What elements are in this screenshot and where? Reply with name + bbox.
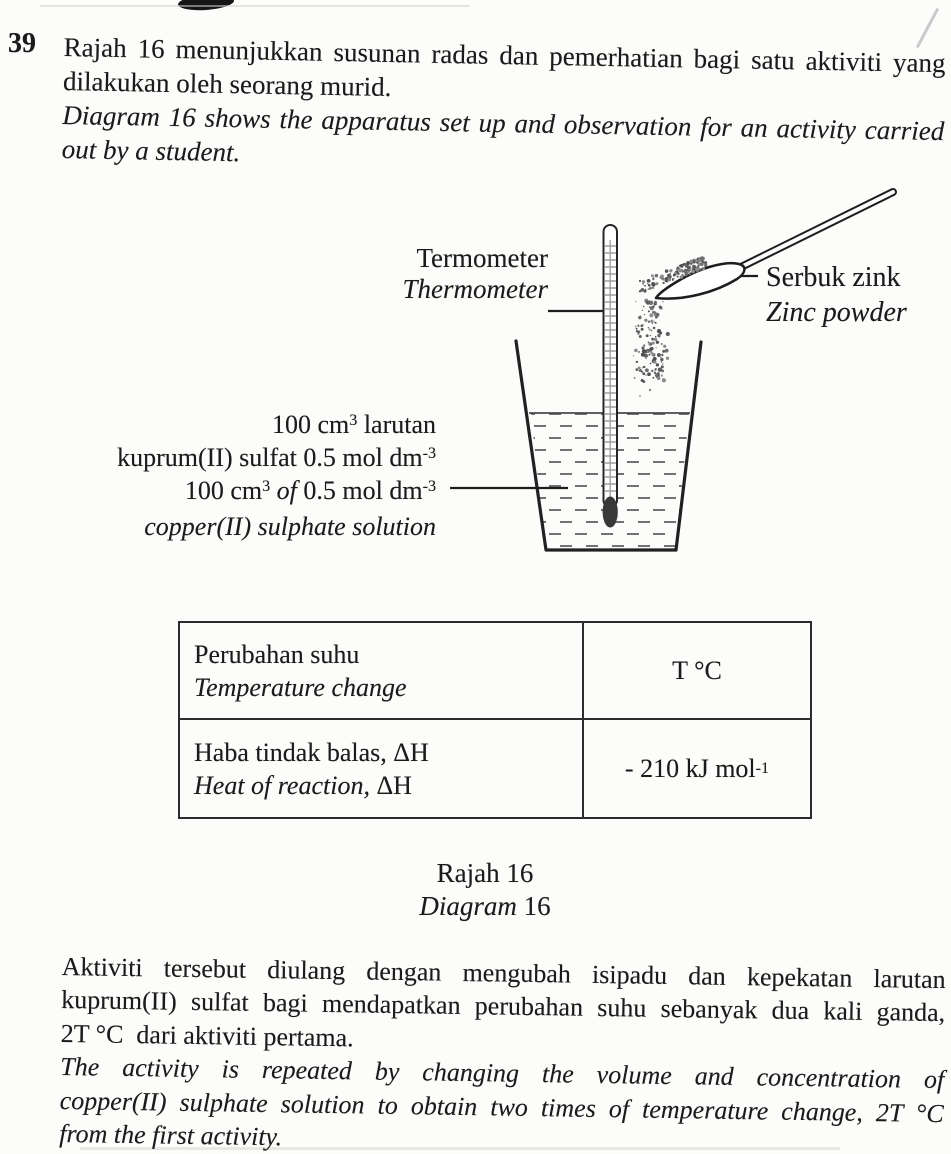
zinc-label-malay: Serbuk zink <box>766 262 901 293</box>
table-label-malay: Perubahan suhu <box>194 639 360 669</box>
zinc-powder-label: Serbuk zink Zinc powder <box>766 260 907 330</box>
table-label-english: Temperature change <box>194 672 407 702</box>
solution-label-line4: copper(II) sulphate solution <box>144 512 436 542</box>
diagram-caption: Rajah 16 Diagram 16 <box>285 857 685 923</box>
thermometer-label-english: Thermometer <box>402 274 548 304</box>
thermometer-label: Termometer Thermometer <box>330 243 548 305</box>
thermometer-label-malay: Termometer <box>416 243 548 273</box>
spatula <box>654 188 897 300</box>
table-label-malay: Haba tindak balas, ΔH <box>194 737 429 767</box>
table-row-value: - 210 kJ mol-1 <box>624 753 770 783</box>
zinc-label-english: Zinc powder <box>766 297 907 328</box>
table-row-label: Perubahan suhu Temperature change <box>180 623 584 720</box>
thermometer-bulb <box>602 496 618 528</box>
question-footer: Aktiviti tersebut diulang dengan menguba… <box>59 950 946 1154</box>
table-row-value: T °C <box>584 623 810 720</box>
observation-table: Perubahan suhu Temperature change T °C H… <box>178 621 812 819</box>
table-row-label: Haba tindak balas, ΔH Heat of reaction, … <box>180 720 584 817</box>
caption-english: Diagram 16 <box>419 891 551 921</box>
solution-label: 100 cm3 larutan kuprum(II) sulfat 0.5 mo… <box>58 406 436 541</box>
question-number: 39 <box>8 28 36 59</box>
solution-label-line3: 100 cm3 of 0.5 mol dm-3 <box>184 476 436 506</box>
spatula-scoop <box>654 261 746 300</box>
table-label-english: Heat of reaction, ΔH <box>194 770 412 800</box>
zinc-powder-falling <box>632 298 670 397</box>
beaker-outline <box>514 339 703 552</box>
solution-label-line1: 100 cm3 larutan <box>271 410 436 440</box>
zinc-powder-heap <box>638 256 708 293</box>
caption-malay: Rajah 16 <box>436 858 534 888</box>
solution-label-line2: kuprum(II) sulfat 0.5 mol dm-3 <box>117 443 436 473</box>
